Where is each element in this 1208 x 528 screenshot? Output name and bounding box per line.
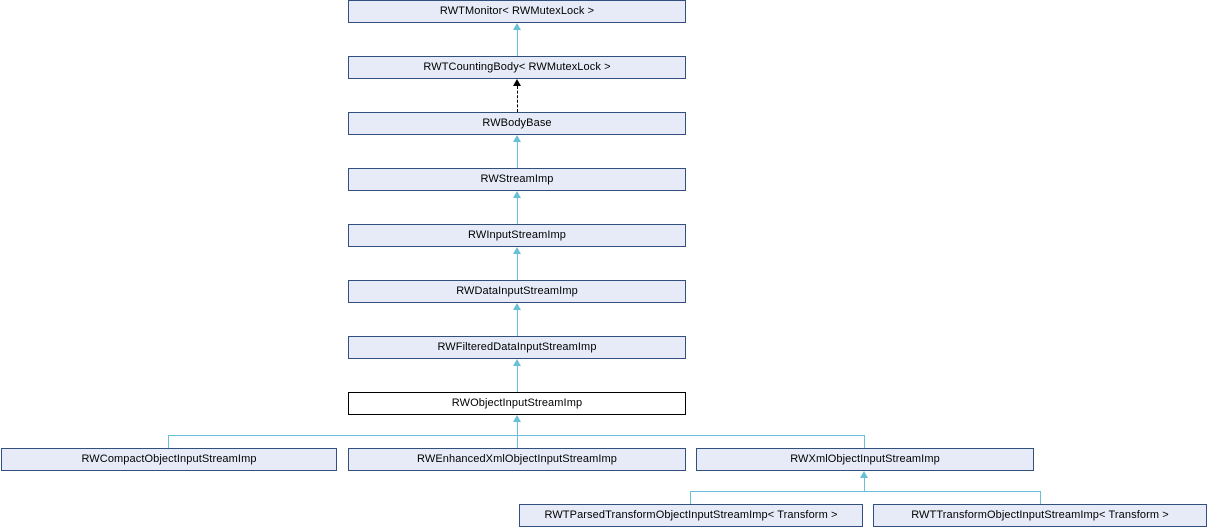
class-node-rwttransformobjectinputstreamimp[interactable]: RWTTransformObjectInputStreamImp< Transf… [873,504,1207,527]
class-node-label: RWEnhancedXmlObjectInputStreamImp [417,453,617,465]
class-node-label: RWXmlObjectInputStreamImp [790,453,940,465]
class-node-label: RWObjectInputStreamImp [451,397,583,409]
class-node-label: RWBodyBase [482,117,552,129]
arrowhead-rwxmlobjectinputstreamimp [860,471,868,478]
class-node-rwxmlobjectinputstreamimp[interactable]: RWXmlObjectInputStreamImp [696,448,1034,471]
edge-bus-stub-rwxmlobjectinputstreamimp [864,478,865,491]
class-node-label: RWDataInputStreamImp [456,285,578,297]
edge-rwobjectinputstreamimp-to-rwfiltereddatainputstreamimp [517,366,518,392]
edge-rwtcountingbody-to-rwtmonitor [517,30,518,56]
class-node-rwbodybase[interactable]: RWBodyBase [348,112,686,135]
class-node-rwtmonitor[interactable]: RWTMonitor< RWMutexLock > [348,0,686,23]
class-node-rwenhancedxmlobjectinputstreamimp[interactable]: RWEnhancedXmlObjectInputStreamImp [348,448,686,471]
edge-rwfiltereddatainputstreamimp-to-rwdatainputstreamimp [517,310,518,336]
class-node-rwcompactobjectinputstreamimp[interactable]: RWCompactObjectInputStreamImp [1,448,337,471]
class-node-label: RWFilteredDataInputStreamImp [437,341,597,353]
edge-bus-drop-rwttransformobjectinputstreamimp [1040,491,1041,504]
class-node-rwstreamimp[interactable]: RWStreamImp [348,168,686,191]
edge-rwbodybase-to-rwtcountingbody [517,86,518,112]
class-node-rwobjectinputstreamimp[interactable]: RWObjectInputStreamImp [348,392,686,415]
class-node-rwtparsedtransformobjectinputstreamimp[interactable]: RWTParsedTransformObjectInputStreamImp< … [519,504,863,527]
edge-bus-horizontal-level4 [690,491,1041,492]
class-node-label: RWTCountingBody< RWMutexLock > [423,61,611,73]
edge-bus-horizontal-level3 [168,435,865,436]
edge-rwstreamimp-to-rwbodybase [517,142,518,168]
arrowhead-rwtmonitor [513,23,521,30]
edge-rwdatainputstreamimp-to-rwinputstreamimp [517,254,518,280]
class-node-rwtcountingbody[interactable]: RWTCountingBody< RWMutexLock > [348,56,686,79]
class-node-label: RWTMonitor< RWMutexLock > [439,5,595,17]
class-node-label: RWInputStreamImp [468,229,566,241]
class-node-rwdatainputstreamimp[interactable]: RWDataInputStreamImp [348,280,686,303]
arrowhead-rwfiltereddatainputstreamimp [513,359,521,366]
edge-bus-drop-rwxmlobjectinputstreamimp [864,435,865,448]
edge-bus-drop-rwtparsedtransformobjectinputstreamimp [690,491,691,504]
arrowhead-rwstreamimp [513,191,521,198]
edge-bus-drop-rwenhancedxmlobjectinputstreamimp [517,435,518,448]
arrowhead-rwobjectinputstreamimp [513,415,521,422]
edge-bus-drop-rwcompactobjectinputstreamimp [168,435,169,448]
arrowhead-rwdatainputstreamimp [513,303,521,310]
class-node-rwfiltereddatainputstreamimp[interactable]: RWFilteredDataInputStreamImp [348,336,686,359]
class-node-label: RWStreamImp [480,173,554,185]
edge-rwinputstreamimp-to-rwstreamimp [517,198,518,224]
arrowhead-rwinputstreamimp [513,247,521,254]
class-node-rwinputstreamimp[interactable]: RWInputStreamImp [348,224,686,247]
class-node-label: RWTParsedTransformObjectInputStreamImp< … [544,509,838,521]
class-node-label: RWCompactObjectInputStreamImp [81,453,257,465]
arrowhead-rwtcountingbody [513,79,521,86]
arrowhead-rwbodybase [513,135,521,142]
class-node-label: RWTTransformObjectInputStreamImp< Transf… [911,509,1169,521]
